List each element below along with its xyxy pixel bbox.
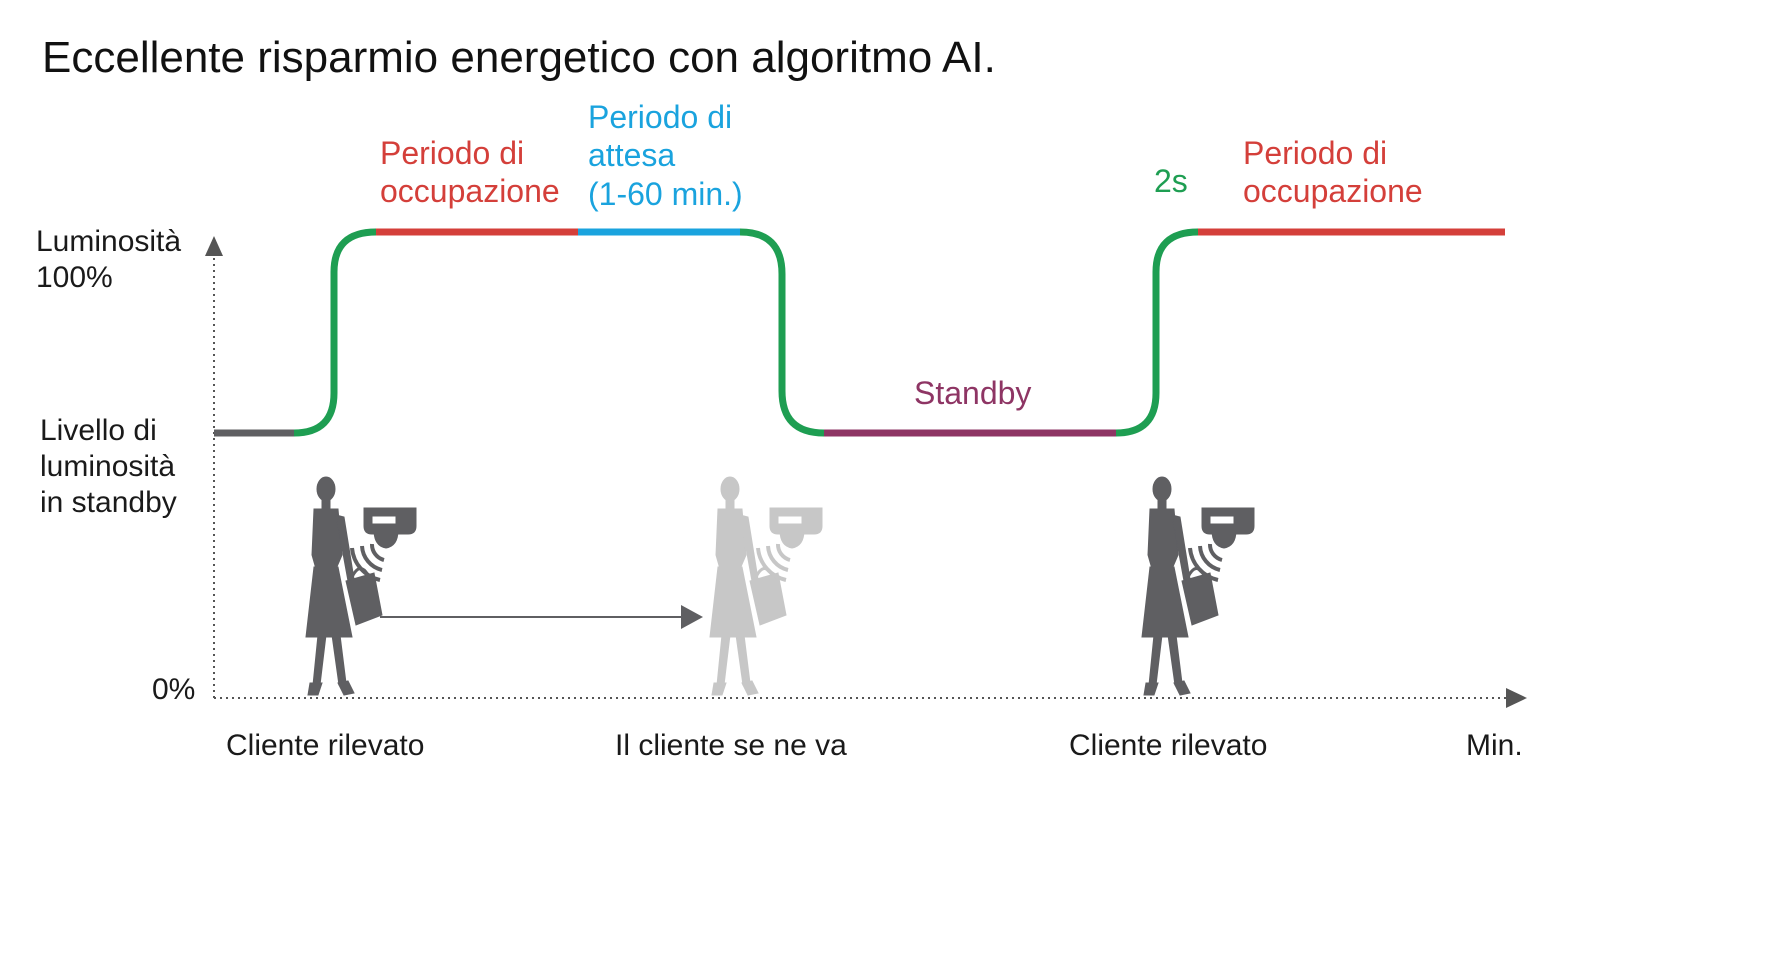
y-label-max: Luminosità 100% [36,225,182,294]
y-axis-arrow-icon [205,236,223,256]
light-level-curve [214,228,1505,437]
leaving-arrow [380,605,703,629]
ramp-time-label: 2s [1154,163,1188,199]
ramp-up-segment-1 [293,228,377,437]
y-label-zero: 0% [152,673,196,706]
waiting-label: Periodo di attesa (1-60 min.) [588,99,743,212]
page-title: Eccellente risparmio energetico con algo… [42,33,996,82]
motion-sensor-icon [350,506,418,582]
motion-sensor-icon [1188,506,1256,582]
ramp-down-segment [739,228,825,437]
y-label-standby: Livello di luminosità in standby [40,414,177,519]
event-label-detected-1: Cliente rilevato [226,729,425,762]
x-axis-arrow-icon [1506,688,1527,708]
occupancy-label-2: Periodo di occupazione [1243,135,1423,210]
motion-sensor-inactive-icon [756,506,824,582]
ramp-up-segment-2 [1115,228,1199,437]
standby-label: Standby [914,375,1032,411]
x-axis [214,688,1527,708]
y-axis [205,236,223,698]
x-axis-unit-label: Min. [1466,729,1523,762]
event-label-detected-2: Cliente rilevato [1069,729,1268,762]
occupancy-label-1: Periodo di occupazione [380,135,560,210]
right-arrow-icon [681,605,703,629]
event-label-leaves: Il cliente se ne va [615,729,847,762]
